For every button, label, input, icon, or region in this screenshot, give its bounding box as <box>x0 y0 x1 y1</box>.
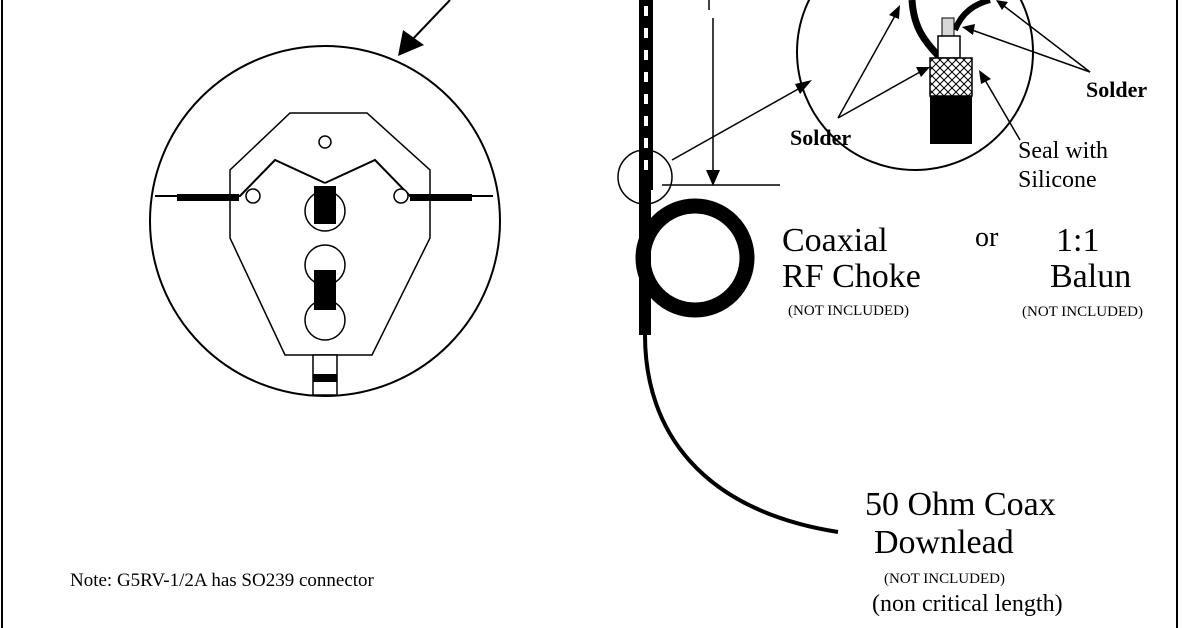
ladder-wire-right <box>952 0 991 32</box>
choke-title-line1: Coaxial <box>782 222 888 259</box>
solder-arrow-right-1 <box>1003 5 1091 73</box>
coax-title-line1: 50 Ohm Coax <box>865 486 1056 523</box>
ladder-gap-8 <box>644 160 648 170</box>
pointer-arrow-head <box>398 30 424 56</box>
coax-downlead-curve <box>643 334 839 534</box>
balun-title-line1: 1:1 <box>1056 222 1099 259</box>
solder-label-right: Solder <box>1086 77 1147 102</box>
coax-dielectric <box>937 35 961 59</box>
feeder-ladder-rung <box>313 374 337 382</box>
wire-clamp-right <box>410 194 472 201</box>
feeder-block-2 <box>314 270 336 310</box>
ladder-gap-7 <box>644 138 648 148</box>
choke-note: (NOT INCLUDED) <box>788 303 909 319</box>
balun-title-line2: Balun <box>1050 258 1131 295</box>
solder-arrow-left-2 <box>837 71 921 119</box>
insulator-top-hole <box>318 135 332 149</box>
ladder-gap-5 <box>644 94 648 104</box>
solder-label-left: Solder <box>790 125 851 150</box>
balun-note: (NOT INCLUDED) <box>1022 304 1143 320</box>
coax-down-segment <box>639 190 651 335</box>
wire-hole-left <box>245 188 261 204</box>
ladder-gap-4 <box>644 72 648 82</box>
rf-choke-loop <box>635 198 755 318</box>
seal-label-line1: Seal with <box>1018 138 1108 164</box>
seal-arrow <box>984 79 1021 141</box>
or-text: or <box>975 222 999 253</box>
choke-title-line2: RF Choke <box>782 258 921 295</box>
solder-arrow-left-1-head <box>889 5 900 19</box>
junction-callout-line <box>671 87 801 161</box>
solder-arrow-right-2-head <box>962 24 975 35</box>
ladder-gap-1 <box>644 6 648 16</box>
solder-arrow-right-1-head <box>996 0 1008 10</box>
seal-label-line2: Silicone <box>1018 167 1097 193</box>
coax-note: (NOT INCLUDED) <box>884 571 1005 587</box>
coax-center-heatshrink <box>941 17 955 39</box>
coax-length-note: (non critical length) <box>872 591 1063 617</box>
junction-callout-head <box>795 80 812 94</box>
ladder-gap-2 <box>644 28 648 38</box>
solder-arrow-left-1 <box>837 13 897 119</box>
footnote: Note: G5RV-1/2A has SO239 connector <box>70 570 375 591</box>
feedline-assembly <box>617 0 839 534</box>
solder-detail <box>796 0 1091 171</box>
coax-title-line2: Downlead <box>874 524 1014 561</box>
ladder-gap-6 <box>644 116 648 126</box>
solder-arrow-right-2 <box>971 29 1091 73</box>
solder-arrow-left-2-head <box>916 67 930 77</box>
coax-jacket <box>930 96 972 144</box>
detail-circle-left <box>149 45 501 397</box>
insulator-detail <box>149 0 501 397</box>
coax-braid <box>929 57 973 97</box>
insulator-body <box>229 112 431 356</box>
feeder-block-1 <box>314 186 336 224</box>
seal-arrow-head <box>979 70 991 84</box>
wire-clamp-left <box>177 194 239 201</box>
dimension-arrow-head <box>706 170 720 186</box>
wire-hole-right <box>393 188 409 204</box>
pointer-arrow-line <box>409 0 451 43</box>
ladder-gap-3 <box>644 50 648 60</box>
